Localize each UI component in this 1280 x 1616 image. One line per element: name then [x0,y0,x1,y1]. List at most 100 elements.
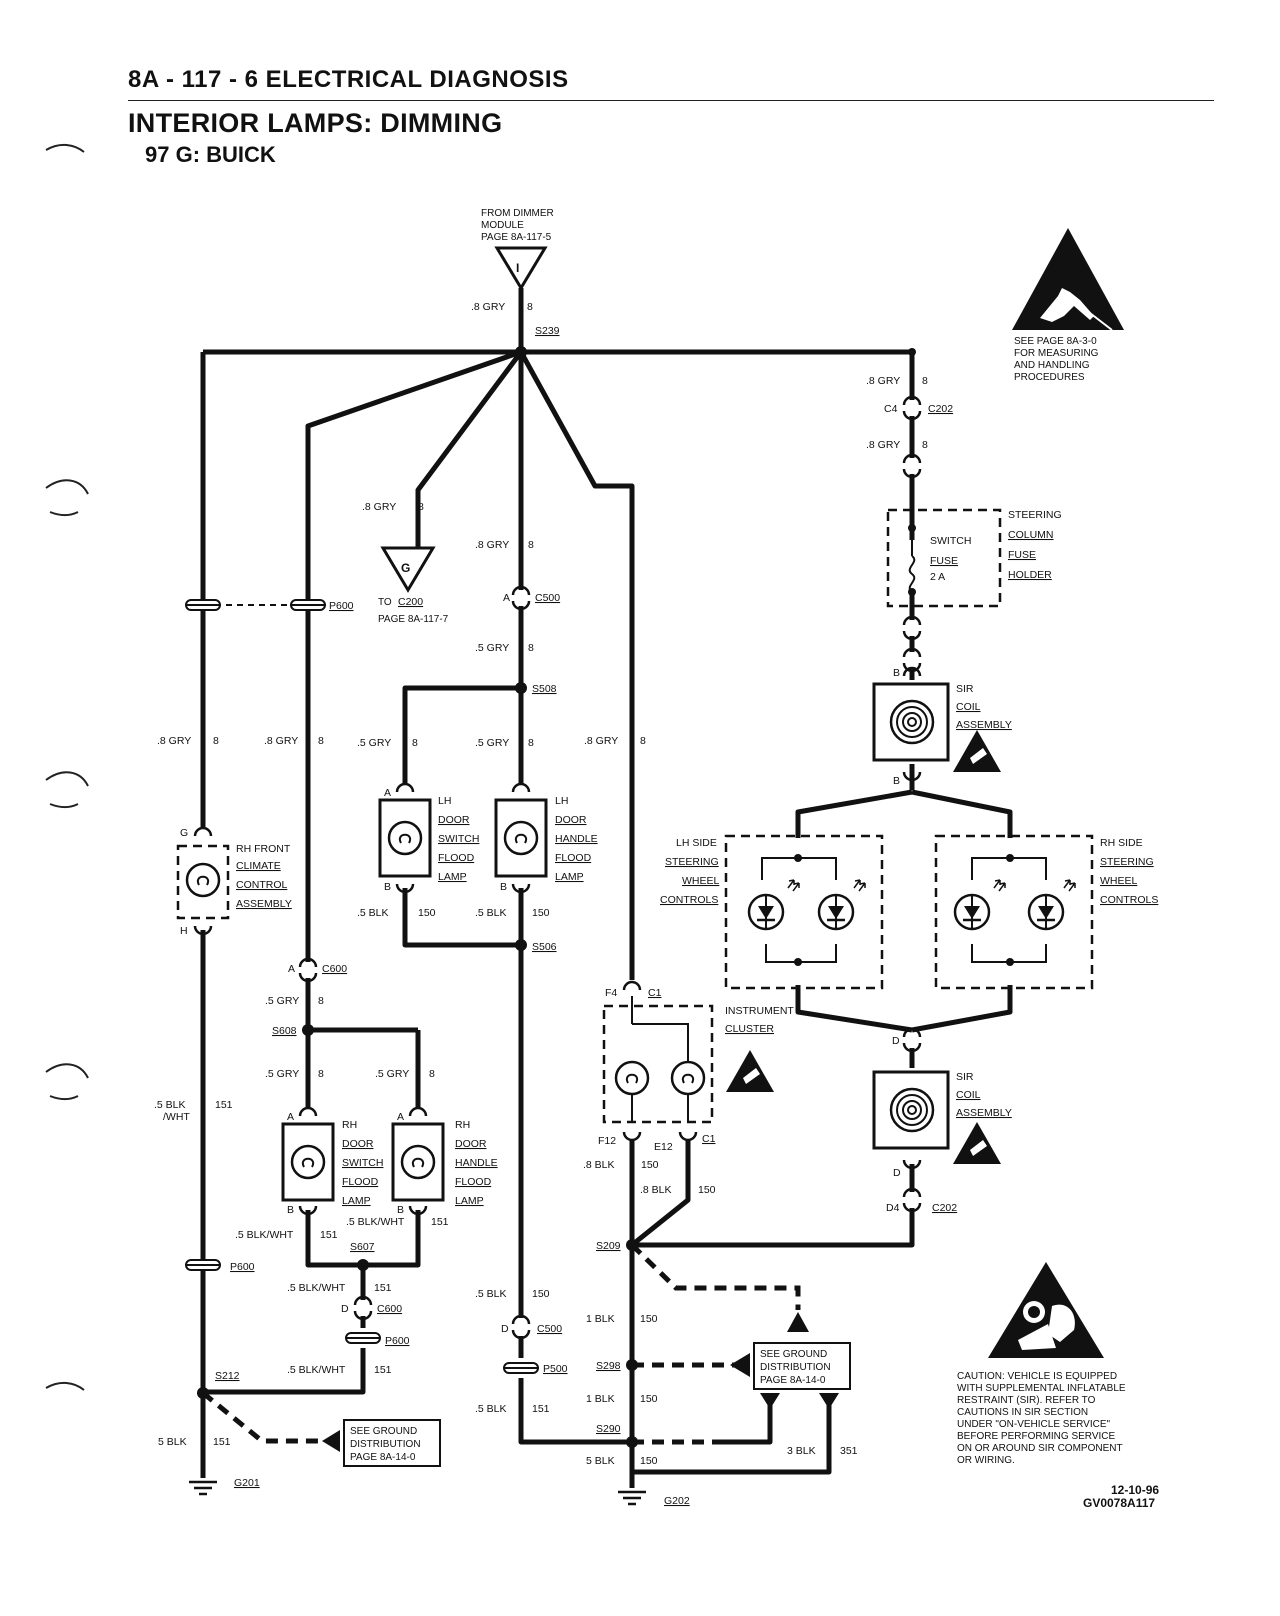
svg-text:PAGE 8A-14-0: PAGE 8A-14-0 [350,1452,416,1463]
svg-text:1 BLK: 1 BLK [586,1313,615,1325]
svg-text:H: H [180,925,188,937]
svg-text:2 A: 2 A [930,571,945,583]
svg-text:ON OR AROUND SIR COMPONENT: ON OR AROUND SIR COMPONENT [957,1443,1123,1454]
svg-text:WHEEL: WHEEL [682,875,720,887]
svg-text:A: A [503,592,510,604]
svg-text:D: D [893,1167,901,1179]
svg-text:SEE GROUND: SEE GROUND [760,1349,827,1360]
splice-s608 [302,1024,314,1036]
svg-text:150: 150 [640,1455,658,1467]
svg-text:150: 150 [698,1184,716,1196]
svg-text:C600: C600 [377,1303,402,1315]
svg-text:151: 151 [431,1216,449,1228]
svg-text:CAUTIONS IN SIR SECTION: CAUTIONS IN SIR SECTION [957,1407,1088,1418]
svg-text:RH SIDE: RH SIDE [1100,837,1143,849]
svg-text:.5 BLK: .5 BLK [475,907,507,919]
svg-text:C1: C1 [648,987,662,999]
svg-text:.8 GRY: .8 GRY [866,439,900,451]
svg-text:S508: S508 [532,683,557,695]
svg-text:ASSEMBLY: ASSEMBLY [956,719,1012,731]
svg-text:C202: C202 [932,1202,957,1214]
svg-text:CONTROL: CONTROL [236,879,287,891]
svg-text:8: 8 [318,995,324,1007]
header-rule [128,100,1214,101]
svg-text:D: D [892,1035,900,1047]
svg-text:8: 8 [318,735,324,747]
svg-text:RH FRONT: RH FRONT [236,843,291,855]
svg-text:8: 8 [528,642,534,654]
lh-door-handle-flood-lamp: B LH DOOR HANDLE FLOOD LAMP [494,782,598,894]
passthrough-p600-left [185,599,221,611]
svg-text:8: 8 [429,1068,435,1080]
connector-labels: C4 C202 A C500 P600 A C600 P600 D C600 P… [230,403,957,1375]
svg-text:S239: S239 [535,325,560,337]
svg-text:HANDLE: HANDLE [555,833,598,845]
svg-text:B: B [893,775,900,787]
svg-text:.5 BLK: .5 BLK [475,1403,507,1415]
svg-text:8: 8 [922,375,928,387]
offpage-g-connector: G TO C200 PAGE 8A-117-7 [378,546,449,625]
page-subtitle: 97 G: BUICK [145,142,276,167]
svg-text:WITH SUPPLEMENTAL INFLATABLE: WITH SUPPLEMENTAL INFLATABLE [957,1383,1126,1394]
dashed-lines [201,604,801,1445]
offpage-i-icon: I [516,261,519,275]
splice-dots [197,346,916,1448]
svg-text:DISTRIBUTION: DISTRIBUTION [350,1439,421,1450]
esd-hand-icon [1012,228,1124,330]
svg-text:CLUSTER: CLUSTER [725,1023,774,1035]
svg-text:.8 GRY: .8 GRY [866,375,900,387]
esd-warning-icon [953,1122,1001,1164]
svg-text:COLUMN: COLUMN [1008,529,1054,541]
svg-text:FLOOD: FLOOD [455,1176,492,1188]
svg-text:FROM DIMMER: FROM DIMMER [481,208,554,219]
svg-text:.8 GRY: .8 GRY [362,501,396,513]
svg-text:5 BLK: 5 BLK [586,1455,615,1467]
svg-text:8: 8 [318,1068,324,1080]
splice-s290 [626,1436,638,1448]
svg-text:STEERING: STEERING [665,856,719,868]
splice-labels: S239 S508 S506 S608 S607 S209 S298 S290 … [215,325,621,1435]
ground-icon [187,1480,219,1496]
svg-text:PROCEDURES: PROCEDURES [1014,372,1085,383]
lh-door-switch-flood-lamp: A B LH DOOR SWITCH FLOOD LAMP [378,782,479,894]
esd-warning-icon [726,1050,774,1092]
splice-s239 [515,346,527,358]
esd-note: SEE PAGE 8A-3-0 FOR MEASURING AND HANDLI… [1012,228,1124,383]
svg-text:LH SIDE: LH SIDE [676,837,717,849]
rh-door-switch-flood-lamp: A B RH DOOR SWITCH FLOOD LAMP [281,1106,383,1216]
svg-text:.5 BLK/WHT: .5 BLK/WHT [287,1282,346,1294]
svg-text:P600: P600 [329,600,354,612]
svg-text:8: 8 [528,539,534,551]
svg-text:RESTRAINT (SIR). REFER TO: RESTRAINT (SIR). REFER TO [957,1395,1096,1406]
svg-text:CLIMATE: CLIMATE [236,860,281,872]
passthrough-p600-lower [185,1259,221,1271]
wire-labels: .8 GRY 8 .8 GRY 8 .8 GRY 8 .8 GRY 8 .8 G… [154,301,928,1467]
svg-text:MODULE: MODULE [481,220,524,231]
svg-text:PAGE 8A-14-0: PAGE 8A-14-0 [760,1375,826,1386]
svg-text:INSTRUMENT: INSTRUMENT [725,1005,794,1017]
svg-text:8: 8 [528,737,534,749]
svg-text:C500: C500 [535,592,560,604]
svg-text:CONTROLS: CONTROLS [660,894,718,906]
passthrough-p600-mid [345,1332,381,1344]
splice-s508 [515,682,527,694]
svg-text:SIR: SIR [956,1071,974,1083]
light-emission-icon [1063,879,1076,892]
svg-text:8: 8 [640,735,646,747]
svg-text:CAUTION: VEHICLE IS EQUIPPED: CAUTION: VEHICLE IS EQUIPPED [957,1371,1117,1382]
svg-text:.5 BLK: .5 BLK [154,1099,186,1111]
ground-g202: G202 [616,1490,690,1507]
svg-text:CONTROLS: CONTROLS [1100,894,1158,906]
passthrough-p600-right [290,599,326,611]
wires [200,288,1013,1488]
svg-text:.8 GRY: .8 GRY [264,735,298,747]
svg-text:C4: C4 [884,403,898,415]
svg-text:.8 GRY: .8 GRY [157,735,191,747]
svg-text:LAMP: LAMP [438,871,467,883]
svg-text:S212: S212 [215,1370,240,1382]
svg-text:FOR MEASURING: FOR MEASURING [1014,348,1099,359]
svg-text:150: 150 [640,1393,658,1405]
svg-text:F4: F4 [605,987,617,999]
svg-text:SIR: SIR [956,683,974,695]
